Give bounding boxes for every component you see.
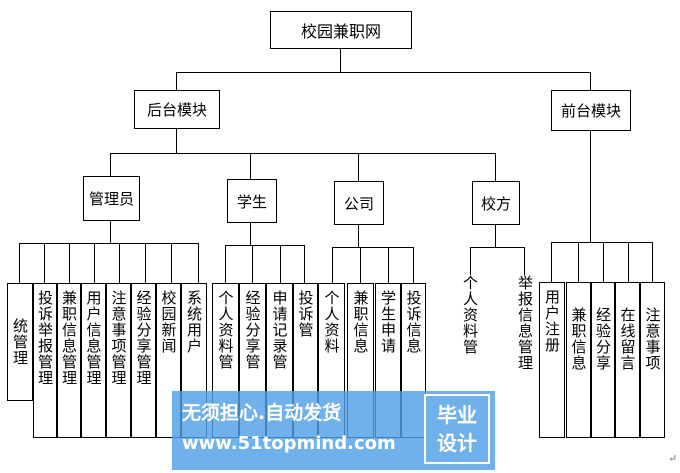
connector: [358, 153, 359, 181]
admin-item-6: 校园新闻: [156, 283, 181, 438]
connector: [19, 243, 20, 283]
connector: [280, 245, 281, 283]
connector: [590, 72, 591, 90]
connector: [332, 247, 414, 248]
watermark-text-block: 无须担心.自动发货 www.51topmind.com: [182, 398, 422, 454]
front-item-2: 经验分享: [591, 282, 615, 438]
connector: [250, 153, 251, 179]
connector: [590, 130, 591, 243]
connector: [176, 72, 591, 73]
connector: [413, 247, 414, 283]
admin-item-3: 用户信息管理: [81, 283, 106, 438]
connector: [388, 247, 389, 283]
connector: [110, 220, 111, 244]
connector: [110, 153, 111, 176]
front-item-0: 用户注册: [539, 282, 565, 438]
connector: [652, 242, 653, 282]
front-item-4: 注意事项: [640, 282, 665, 438]
connector: [145, 243, 146, 283]
connector: [495, 224, 496, 248]
connector: [252, 245, 253, 283]
connector: [176, 72, 177, 90]
admin-item-4: 注意事项管理: [106, 283, 131, 438]
connector: [340, 48, 341, 73]
connector: [198, 243, 199, 283]
role-admin-node: 管理员: [83, 176, 140, 221]
connector: [603, 242, 604, 282]
connector: [551, 242, 552, 282]
connector: [578, 242, 579, 282]
connector: [225, 245, 226, 283]
admin-item-0: 统管理: [7, 283, 33, 401]
connector: [358, 224, 359, 248]
watermark-url: www.51topmind.com: [182, 433, 396, 454]
connector: [470, 247, 525, 248]
connector: [250, 222, 251, 246]
admin-item-1: 投诉举报管理: [33, 283, 57, 438]
connector: [119, 243, 120, 283]
connector: [44, 243, 45, 283]
connector: [524, 247, 525, 275]
connector: [176, 128, 177, 154]
connector: [94, 243, 95, 283]
role-student-node: 学生: [227, 179, 277, 223]
connector: [304, 245, 305, 283]
watermark-banner: [172, 391, 495, 470]
front-item-3: 在线留言: [615, 282, 640, 438]
front-item-1: 兼职信息: [566, 282, 591, 438]
watermark-logo-line2: 设计: [437, 431, 477, 455]
role-school-node: 校方: [472, 181, 520, 225]
admin-item-2: 兼职信息管理: [57, 283, 81, 438]
connector: [110, 153, 496, 154]
admin-item-5: 经验分享管理: [131, 283, 156, 438]
role-company-node: 公司: [334, 181, 384, 225]
connector: [360, 247, 361, 283]
root-node: 校园兼职网: [270, 11, 412, 49]
connector: [495, 153, 496, 181]
connector: [332, 247, 333, 283]
connector: [225, 245, 305, 246]
watermark-logo: 毕业 设计: [424, 394, 490, 464]
connector: [470, 247, 471, 275]
watermark-slogan: 无须担心.自动发货: [182, 402, 342, 424]
front-module-node: 前台模块: [551, 90, 631, 131]
connector: [171, 243, 172, 283]
connector: [628, 242, 629, 282]
school-item-1: 举报信息管理: [512, 275, 538, 435]
connector: [19, 243, 199, 244]
watermark-logo-line1: 毕业: [437, 403, 477, 427]
connector: [69, 243, 70, 283]
return-mark: ↵: [668, 452, 678, 465]
connector: [551, 242, 653, 243]
back-module-node: 后台模块: [134, 90, 220, 129]
